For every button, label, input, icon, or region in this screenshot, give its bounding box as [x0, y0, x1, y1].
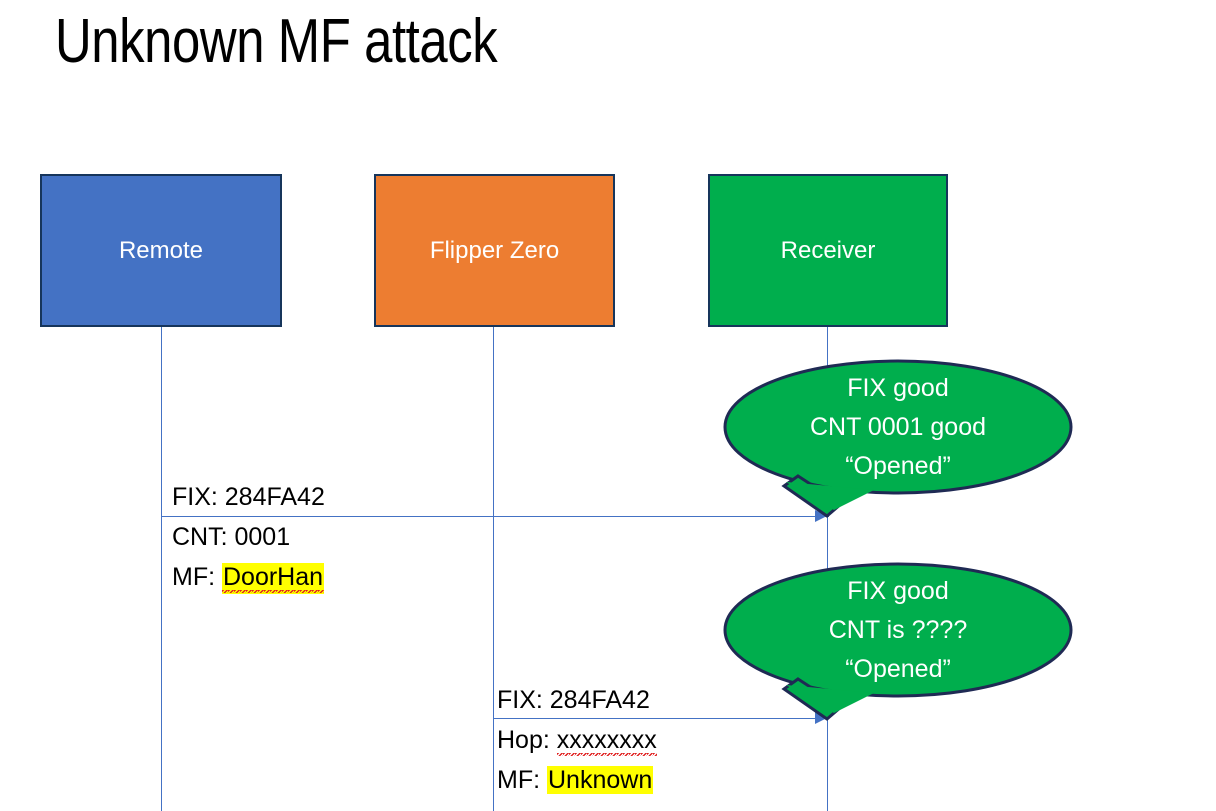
message-arrow-flipper-to-receiver [493, 718, 829, 719]
callout-bubble-1[interactable]: FIX good CNT 0001 good “Opened” [723, 359, 1073, 518]
callout-shape-1 [723, 359, 1073, 518]
message-label-1: FIX: 284FA42 CNT: 0001 MF: DoorHan [172, 477, 325, 597]
message-2-hop-value: xxxxxxxx [556, 726, 657, 757]
message-2-line-mf: MF: Unknown [497, 760, 657, 800]
message-2-mf-prefix: MF: [497, 766, 547, 794]
message-1-mf-prefix: MF: [172, 563, 222, 591]
page-title: Unknown MF attack [55, 7, 498, 76]
message-1-line-mf: MF: DoorHan [172, 557, 325, 597]
message-2-hop-prefix: Hop: [497, 726, 557, 754]
message-1-mf-value: DoorHan [222, 563, 325, 594]
lifeline-remote [161, 327, 162, 811]
callout-shape-2 [723, 562, 1073, 721]
actor-box-flipper-zero[interactable]: Flipper Zero [374, 174, 615, 327]
callout-bubble-2[interactable]: FIX good CNT is ???? “Opened” [723, 562, 1073, 721]
message-1-line-cnt: CNT: 0001 [172, 523, 291, 551]
actor-label-remote: Remote [118, 236, 204, 264]
message-label-2: FIX: 284FA42 Hop: xxxxxxxx MF: Unknown [497, 680, 657, 800]
actor-label-flipper-zero: Flipper Zero [429, 236, 560, 264]
message-2-mf-value: Unknown [547, 766, 654, 794]
message-2-line-fix: FIX: 284FA42 [497, 686, 650, 714]
message-arrow-remote-to-receiver [161, 516, 829, 517]
lifeline-flipper-zero [493, 327, 494, 811]
actor-box-receiver[interactable]: Receiver [708, 174, 948, 327]
actor-box-remote[interactable]: Remote [40, 174, 282, 327]
message-2-line-hop: Hop: xxxxxxxx [497, 720, 657, 760]
message-1-line-fix: FIX: 284FA42 [172, 483, 325, 511]
actor-label-receiver: Receiver [780, 236, 876, 264]
